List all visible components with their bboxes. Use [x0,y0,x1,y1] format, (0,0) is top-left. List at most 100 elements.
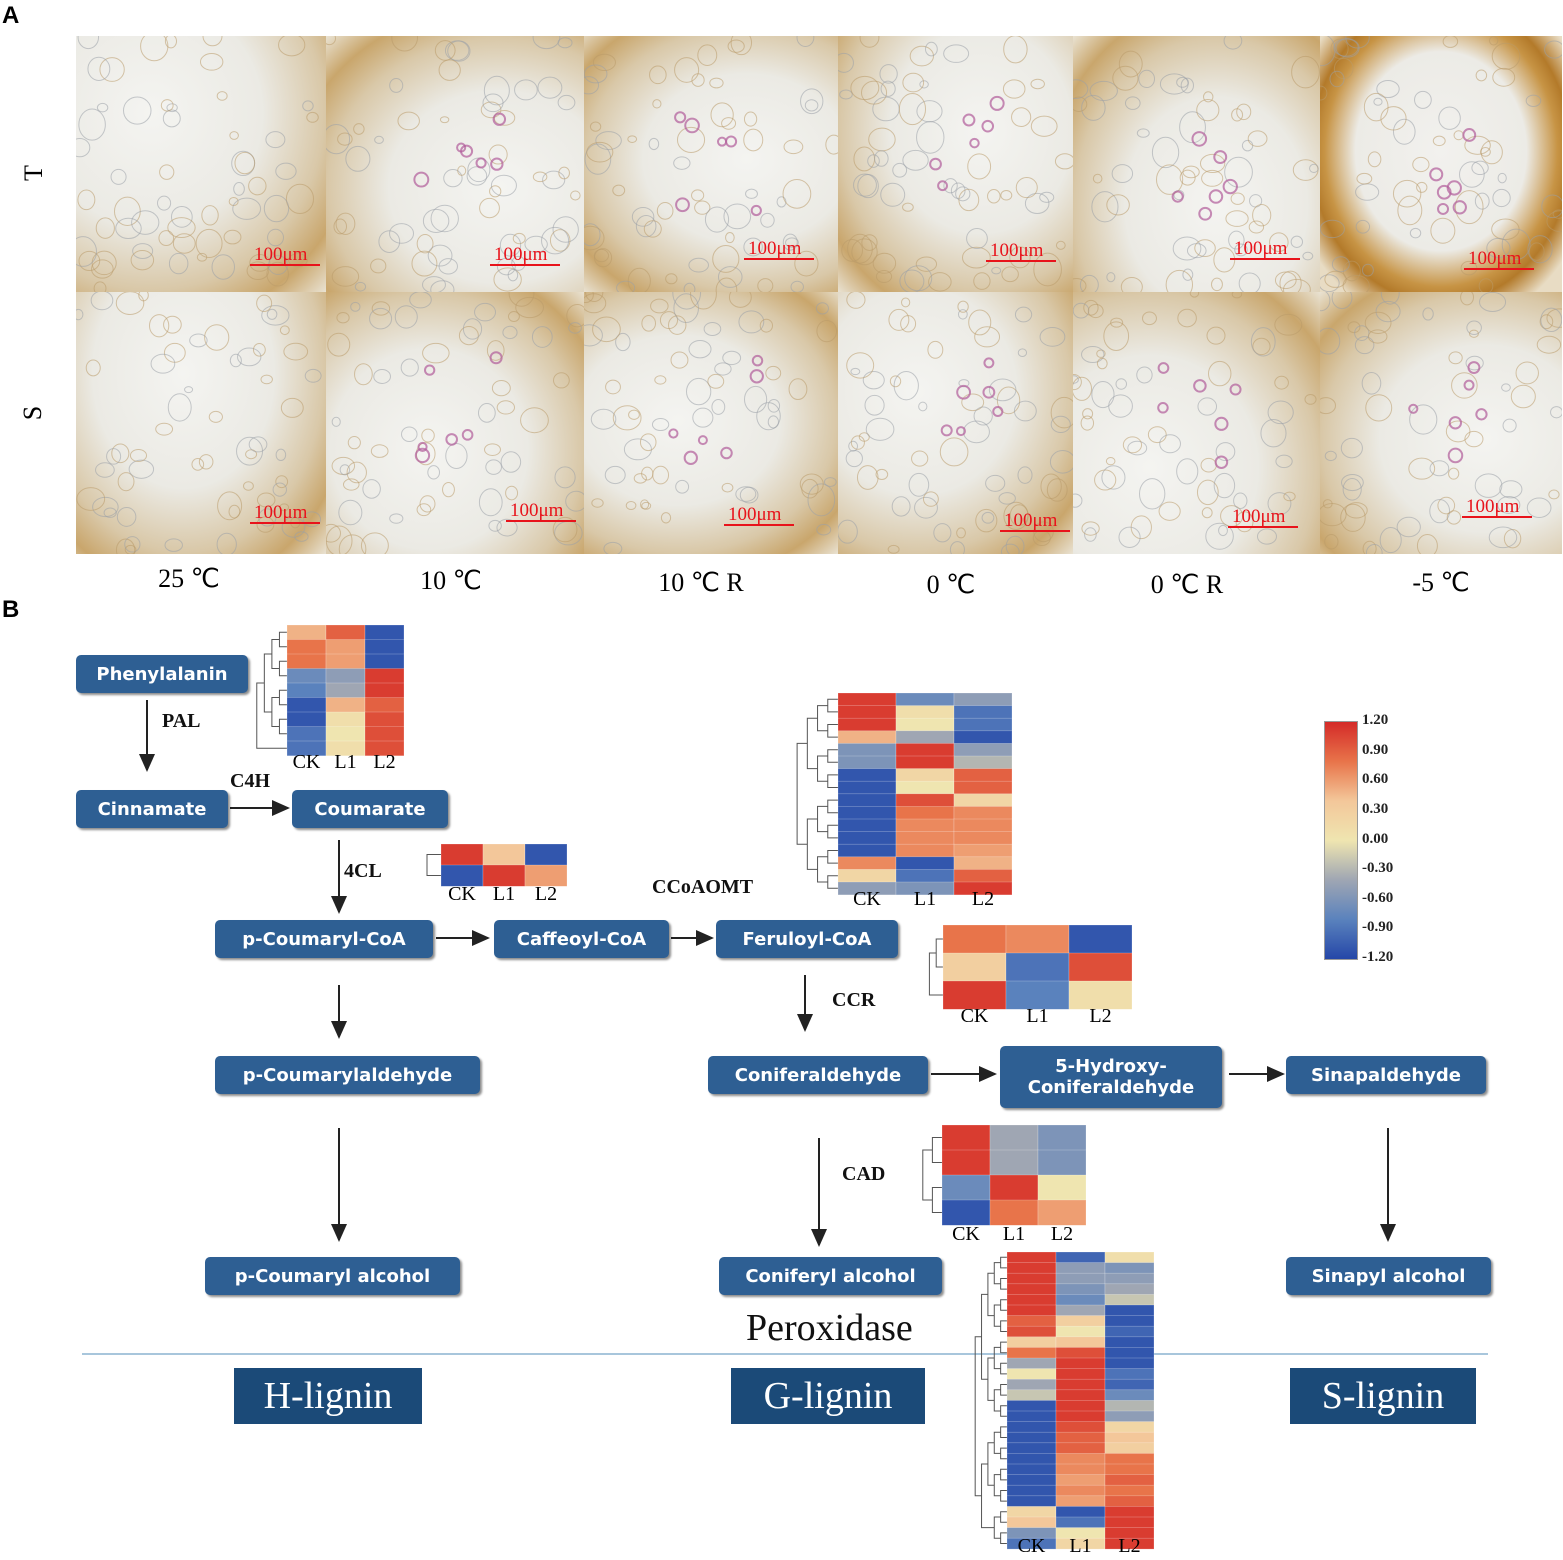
scale-bar: 100μm [250,244,320,266]
heatmap-cell [1055,1304,1106,1317]
heatmap-cell [1055,1336,1106,1349]
dendrogram-branch [1000,1490,1007,1502]
scale-bar-line [1230,258,1300,260]
heatmap-cell [837,692,897,707]
heatmap-cell [953,705,1013,719]
heatmap-cell [837,780,897,795]
scale-bar: 100μm [744,238,814,260]
heatmap-cell [1104,1357,1155,1370]
heatmap-cell [1104,1421,1155,1433]
dendrogram-branch [278,718,287,735]
heatmap-cell [325,668,366,684]
heatmap-cell [1006,1516,1057,1529]
heatmap-cell [1055,1325,1106,1338]
micrograph-t-25: 100μm [76,36,326,292]
heatmap-column-label-l1: L1 [1069,1535,1091,1557]
heatmap-cell [895,843,955,858]
condition-label-minus5: -5 ℃ [1412,568,1470,597]
heatmap-cell [895,856,955,870]
heatmap-dendrogram [426,854,441,876]
dendrogram-branch [827,749,838,763]
heatmap-cell [953,843,1013,858]
heatmap-cell [286,682,327,699]
heatmap-cell [1104,1431,1155,1444]
heatmap-cell [1104,1400,1155,1412]
dendrogram-branch [1000,1447,1007,1460]
heatmap-cell [941,1124,991,1151]
colorbar-tick-label: 1.20 [1362,712,1389,728]
scale-bar: 100μm [1462,496,1532,518]
heatmap-cell [837,843,897,858]
node-cinnamate: Cinnamate [76,790,228,828]
dendrogram-branch [817,755,828,782]
dendrogram-branch [993,1389,1001,1412]
colorbar-tick-label: 0.90 [1362,741,1389,758]
node-caffeoyl-coa: Caffeoyl-CoA [494,920,669,958]
dendrogram-branch [1000,1256,1007,1269]
heatmap-column-label-ck: CK [853,888,881,910]
heatmap-cell [837,717,897,732]
enzyme-c4h: C4H [230,770,270,792]
heatmap-column-label-ck: CK [448,883,476,905]
dendrogram-branch [1000,1468,1007,1481]
dendrogram-branch [1000,1384,1007,1396]
heatmap-cell [364,668,405,684]
heatmap-cell [953,717,1013,732]
heatmap-cell [1055,1516,1106,1529]
heatmap-cell [953,881,1013,896]
heatmap-column-label-l2: L2 [373,751,395,773]
dendrogram-branch [256,682,287,749]
micrograph-t-10: 100μm [326,36,584,292]
heatmap-cell [1055,1506,1106,1518]
heatmap-cell [989,1199,1039,1226]
heatmap-cell [953,869,1013,883]
node-coumarate: Coumarate [292,790,448,828]
dendrogram-branch [271,639,280,669]
heatmap-column-label-l1: L1 [493,883,515,905]
heatmap-cell [1104,1325,1155,1338]
heatmap-cell [1006,1283,1057,1296]
heatmap-column-label-l2: L2 [1051,1223,1073,1245]
heatmap-cell [1006,1474,1057,1486]
heatmap-cell [989,1124,1039,1151]
heatmap-cell [1006,1315,1057,1327]
heatmap-cell [364,726,405,742]
micrograph-t-10r: 100μm [584,36,838,292]
heatmap-cell [1006,1410,1057,1423]
heatmap-cell [1068,924,1133,954]
node-p-coumaryl-alcohol: p-Coumaryl alcohol [205,1257,460,1295]
dendrogram-branch [987,1272,995,1317]
heatmap-cell [1055,1262,1106,1274]
node-5-hydroxy-line1: 5-Hydroxy- [1055,1056,1167,1077]
dendrogram-branch [974,1336,982,1497]
heatmap-cell [364,682,405,699]
heatmap-cell [524,843,568,866]
dendrogram-branch [987,1357,995,1401]
heatmap-cell [837,818,897,833]
heatmap-cell [1037,1199,1087,1226]
heatmap-dendrogram [922,1137,942,1213]
heatmap-cell [837,743,897,757]
heatmap-cell [1005,924,1070,954]
heatmap-cell [1006,1421,1057,1433]
heatmap-cell [953,768,1013,782]
scale-bar: 100μm [1000,510,1070,532]
heatmap-cell [1006,1262,1057,1274]
heatmap-cell [325,711,366,728]
heatmap-cell [1006,1400,1057,1412]
dendrogram-branch [817,856,828,883]
dendrogram-branch [931,1187,942,1213]
heatmap-column-label-ck: CK [1018,1535,1046,1557]
heatmap-cell [953,818,1013,833]
heatmap-cell [1104,1315,1155,1327]
heatmap-cell [286,668,327,684]
heatmap-cell [895,705,955,719]
heatmap-cell [895,793,955,807]
heatmap-cell [524,864,568,887]
heatmap-cell [1006,1368,1057,1380]
